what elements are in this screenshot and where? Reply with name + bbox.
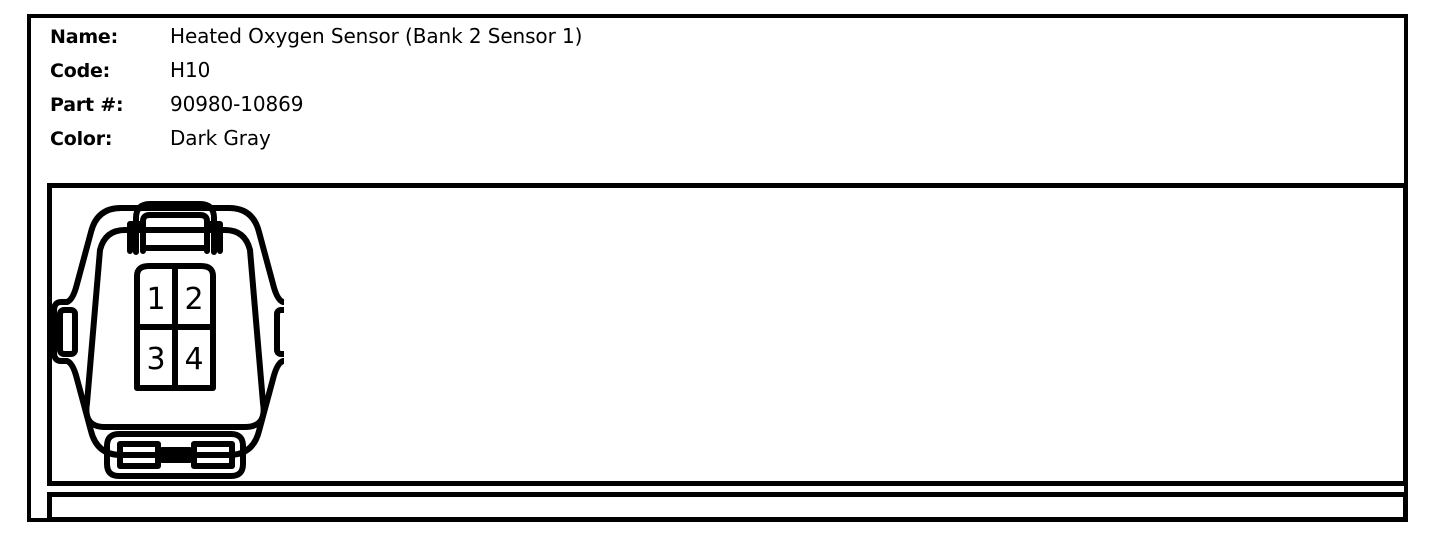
spec-row-part-number: Part #: 90980-10869 xyxy=(50,92,950,126)
bottom-tab-outer xyxy=(104,431,246,479)
spec-label-code: Code: xyxy=(50,60,111,82)
latch-outer-arch xyxy=(133,201,217,255)
pin-number-3: 3 xyxy=(146,342,165,377)
bottom-tab-slot-right xyxy=(191,441,235,469)
side-tab-left xyxy=(57,307,78,357)
pin-housing xyxy=(134,263,216,391)
spec-row-code: Code: H10 xyxy=(50,58,950,92)
pin-number-2: 2 xyxy=(184,282,203,317)
spec-label-name: Name: xyxy=(50,26,119,48)
pin-number-1: 1 xyxy=(146,282,165,317)
pin-number-4: 4 xyxy=(184,342,203,377)
spec-label-part-number: Part #: xyxy=(50,94,124,116)
spec-value-code: H10 xyxy=(170,58,211,82)
bottom-tab-slot-left xyxy=(117,441,161,469)
spec-value-name: Heated Oxygen Sensor (Bank 2 Sensor 1) xyxy=(170,24,583,48)
spec-row-color: Color: Dark Gray xyxy=(50,126,950,160)
specification-block: Name: Heated Oxygen Sensor (Bank 2 Senso… xyxy=(50,24,950,160)
latch-inner-bar xyxy=(140,212,210,251)
spec-value-color: Dark Gray xyxy=(170,126,271,150)
spec-label-color: Color: xyxy=(50,128,113,150)
side-tab-right xyxy=(274,307,284,357)
bottom-tab-slot-center xyxy=(159,447,193,463)
connector-diagram-panel: 1 2 3 4 xyxy=(47,183,1408,486)
spec-row-name: Name: Heated Oxygen Sensor (Bank 2 Senso… xyxy=(50,24,950,58)
lower-strip-panel xyxy=(47,492,1408,522)
connector-drawing: 1 2 3 4 xyxy=(52,201,284,479)
connector-inner-shell xyxy=(83,227,267,430)
connector-figure: 1 2 3 4 xyxy=(52,188,284,481)
spec-value-part-number: 90980-10869 xyxy=(170,92,304,116)
